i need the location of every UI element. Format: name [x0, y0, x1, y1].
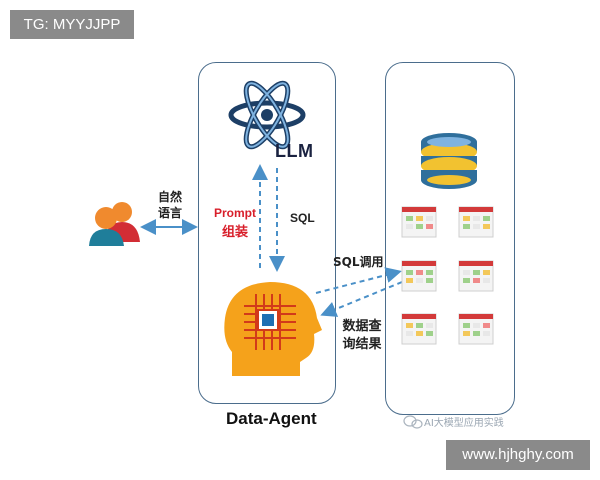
table-icon-6: [458, 313, 494, 345]
table-icon-2: [458, 206, 494, 238]
table-icon-1: [401, 206, 437, 238]
tag-label: TG: MYYJJPP: [10, 10, 134, 39]
database-panel: [385, 62, 515, 415]
table-icon-5: [401, 313, 437, 345]
sql-call-arrow: [315, 267, 402, 294]
query-result-label: 数据查询结果: [342, 319, 382, 352]
site-label: www.hjhghy.com: [446, 440, 590, 470]
atom-icon: [228, 80, 306, 150]
sql-label: SQL: [290, 211, 315, 225]
natural-language-label: 自然语言: [157, 190, 182, 220]
prompt-label: Prompt: [214, 206, 256, 220]
agent-head-icon: [224, 282, 322, 376]
data-agent-title: Data-Agent: [226, 409, 317, 428]
table-icon-3: [401, 260, 437, 292]
watermark-label: AI大模型应用实践: [424, 418, 504, 429]
sql-call-label: SQL调用: [333, 255, 384, 269]
prompt-assembly-label: 组装: [222, 225, 249, 240]
users-icon: [89, 202, 140, 246]
wechat-icon: [403, 415, 423, 429]
database-icon: [421, 133, 477, 189]
llm-label: LLM: [275, 141, 314, 161]
table-icon-4: [458, 260, 494, 292]
query-result-arrow: [320, 281, 403, 317]
